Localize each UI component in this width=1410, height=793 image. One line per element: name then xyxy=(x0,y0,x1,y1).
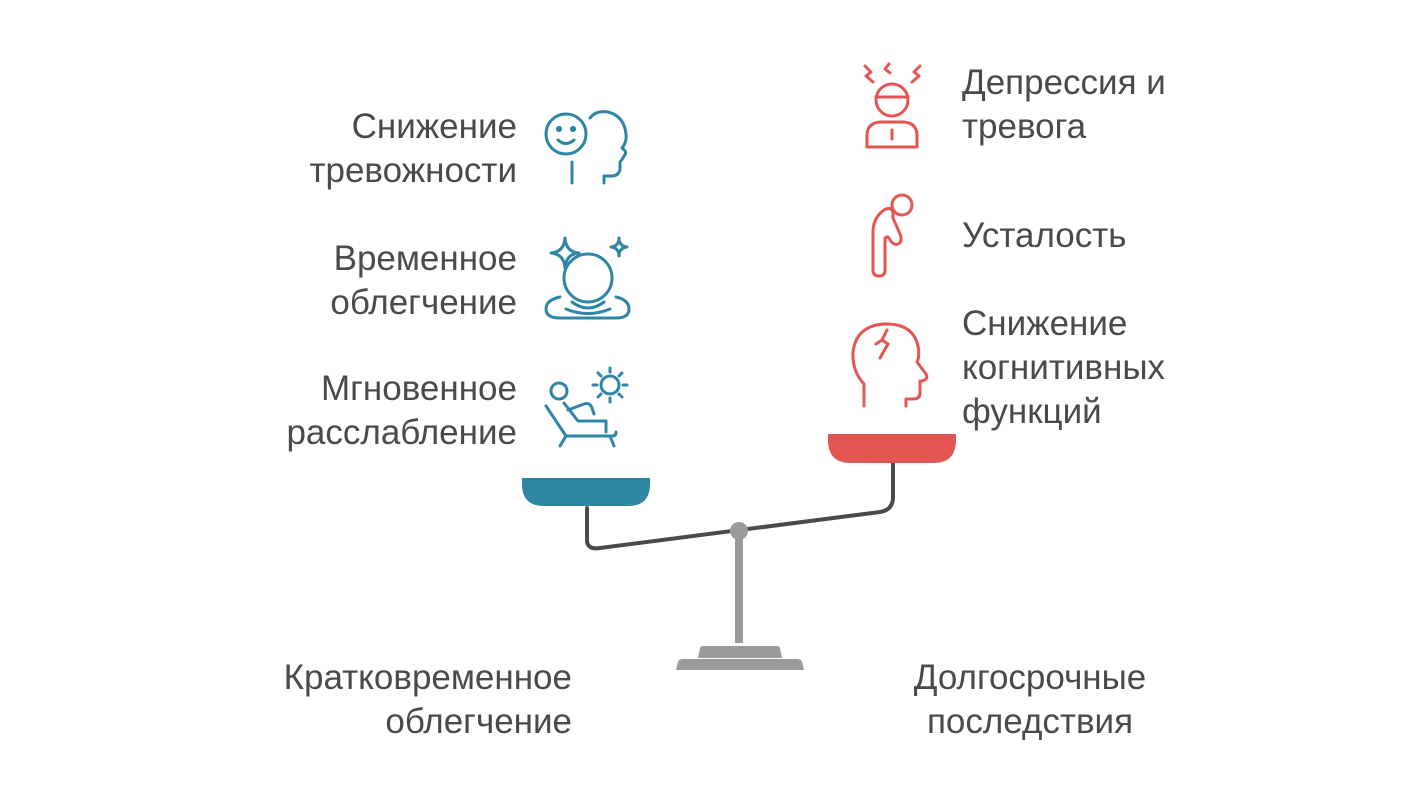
stressed-person-icon xyxy=(863,62,922,149)
meditation-icon xyxy=(544,236,631,320)
label-anxiety-reduction: Снижение тревожности xyxy=(309,107,517,190)
scale-pivot xyxy=(730,522,748,540)
caption-short-term-relief: Кратковременное облегчение xyxy=(283,658,572,741)
calm-face-profile-icon xyxy=(544,110,628,185)
label-cognitive-decline: Снижение когнитивных функций xyxy=(962,304,1165,431)
label-temporary-relief: Временное облегчение xyxy=(330,239,517,322)
caption-long-term-consequences: Долгосрочные последствия xyxy=(913,658,1147,741)
label-depression-anxiety: Депрессия и тревога xyxy=(962,63,1166,146)
scale-stand xyxy=(676,535,804,670)
cracked-head-icon xyxy=(851,322,929,408)
tired-person-icon xyxy=(871,193,914,278)
left-pan xyxy=(522,478,650,506)
label-instant-relaxation: Мгновенное расслабление xyxy=(286,369,517,452)
right-pan xyxy=(828,434,956,463)
lounger-sun-icon xyxy=(544,366,629,448)
label-fatigue: Усталость xyxy=(962,216,1127,255)
